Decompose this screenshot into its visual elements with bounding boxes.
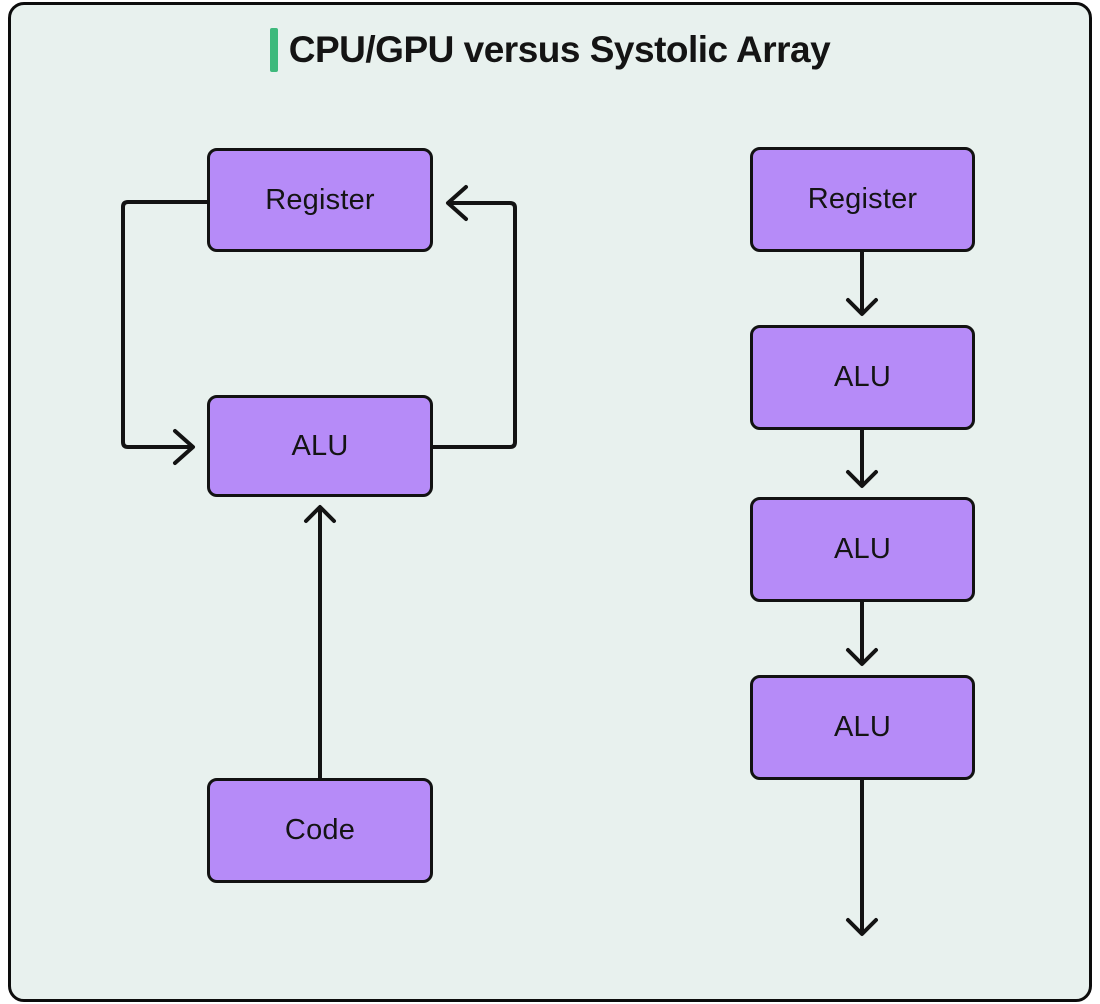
node-alu-left: ALU bbox=[207, 395, 433, 497]
chevron-left-icon bbox=[446, 185, 468, 221]
node-register-right: Register bbox=[750, 147, 975, 252]
page-title: CPU/GPU versus Systolic Array bbox=[288, 29, 831, 70]
arrow-alu-1-to-alu-2 bbox=[846, 428, 878, 488]
chevron-down-icon bbox=[846, 298, 878, 316]
arrow-register-to-alu-loop bbox=[121, 200, 209, 465]
node-alu-2: ALU bbox=[750, 497, 975, 602]
chevron-down-icon bbox=[846, 918, 878, 936]
title-row: CPU/GPU versus Systolic Array bbox=[0, 28, 1100, 72]
arrow-alu-2-to-alu-3 bbox=[846, 600, 878, 666]
arrow-register-to-alu-1 bbox=[846, 250, 878, 316]
arrow-alu-to-register-loop bbox=[431, 185, 517, 449]
title-accent-bar bbox=[269, 28, 278, 72]
node-register-left: Register bbox=[207, 148, 433, 252]
chevron-right-icon bbox=[173, 429, 195, 465]
node-code: Code bbox=[207, 778, 433, 883]
node-alu-1: ALU bbox=[750, 325, 975, 430]
chevron-down-icon bbox=[846, 648, 878, 666]
node-alu-3: ALU bbox=[750, 675, 975, 780]
arrow-code-to-alu bbox=[304, 505, 336, 780]
chevron-down-icon bbox=[846, 470, 878, 488]
chevron-up-icon bbox=[304, 505, 336, 523]
arrow-alu-3-output bbox=[846, 778, 878, 936]
